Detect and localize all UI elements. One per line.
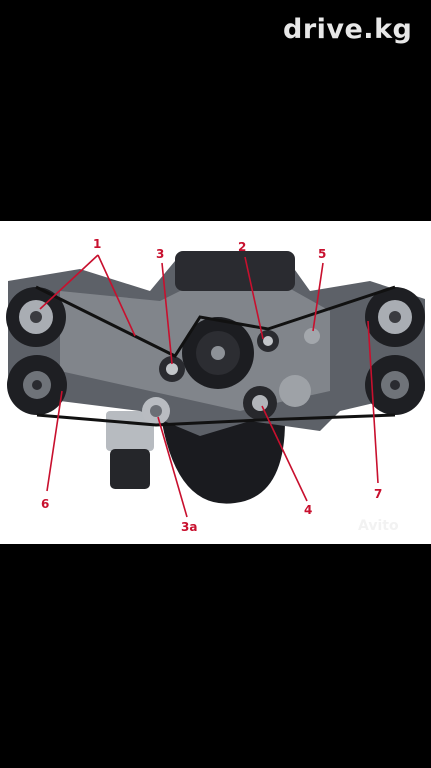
site-watermark: drive.kg bbox=[283, 14, 413, 45]
engine-illustration bbox=[6, 251, 425, 518]
oil-filter bbox=[110, 449, 150, 489]
callout-7: 7 bbox=[374, 487, 383, 501]
callout-2: 2 bbox=[238, 240, 247, 254]
callout-6: 6 bbox=[41, 497, 50, 511]
callout-1: 1 bbox=[93, 237, 102, 251]
callout-lines bbox=[39, 254, 379, 518]
callout-4: 4 bbox=[304, 503, 313, 517]
avito-watermark: Avito bbox=[358, 518, 399, 534]
water-pump-housing bbox=[279, 375, 311, 407]
intake-manifold bbox=[175, 251, 295, 291]
oil-pan bbox=[160, 411, 285, 504]
callout-5: 5 bbox=[318, 247, 327, 261]
callout-3: 3 bbox=[156, 247, 165, 261]
idler-pulley-5 bbox=[304, 328, 320, 344]
callout-3a: 3a bbox=[181, 520, 198, 534]
timing-belt bbox=[35, 285, 396, 427]
engine-photo: 1 2 3 5 6 7 4 3a Avito bbox=[0, 221, 431, 544]
